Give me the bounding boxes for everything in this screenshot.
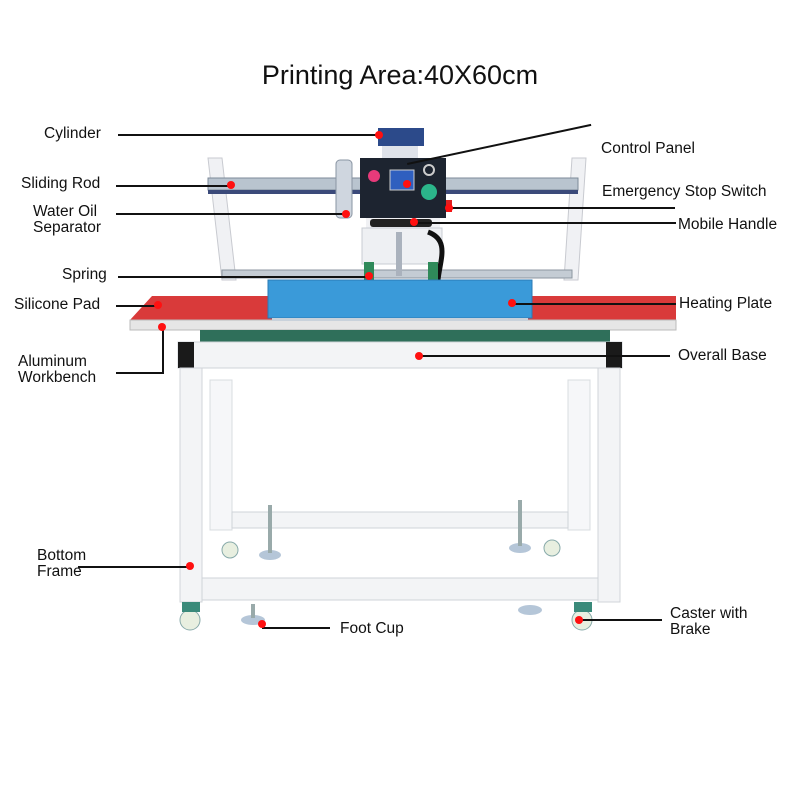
label-foot-cup: Foot Cup (340, 620, 404, 637)
marker-spring (365, 272, 373, 280)
label-silicone-pad: Silicone Pad (14, 296, 101, 313)
marker-overall-base (415, 352, 423, 360)
marker-emergency-stop (445, 204, 453, 212)
water-oil-separator (335, 159, 353, 219)
leader-water-oil-separator (116, 213, 346, 215)
leader-spring (118, 276, 370, 278)
marker-silicone-pad (154, 301, 162, 309)
aluminum-workbench (129, 319, 677, 331)
foot-cups (241, 500, 542, 625)
leader-emergency-stop (448, 207, 675, 209)
label-caster-2: Brake (670, 621, 711, 638)
marker-control-panel (403, 180, 411, 188)
leader-aluminum-v (162, 327, 164, 373)
label-aluminum-1: Aluminum (18, 353, 87, 370)
leader-silicone-pad (116, 305, 158, 307)
label-cylinder: Cylinder (44, 125, 101, 142)
label-bottom-frame-1: Bottom (37, 547, 87, 564)
marker-heating-plate (508, 299, 516, 307)
leader-cylinder (118, 134, 380, 136)
label-bottom-frame-2: Frame (37, 563, 82, 580)
label-water-oil-1: Water Oil (33, 203, 98, 220)
label-control-panel: Control Panel (601, 140, 695, 157)
heating-plate (267, 279, 533, 319)
leader-overall-base (420, 355, 670, 357)
marker-bottom-frame (186, 562, 194, 570)
label-aluminum-2: Workbench (18, 369, 97, 386)
label-caster-1: Caster with (670, 605, 748, 622)
label-overall-base: Overall Base (678, 347, 767, 364)
marker-cylinder (375, 131, 383, 139)
marker-mobile-handle (410, 218, 418, 226)
leader-sliding-rod (116, 185, 230, 187)
leader-heating-plate (512, 303, 676, 305)
leader-aluminum-h (116, 372, 164, 374)
marker-foot-cup (258, 620, 266, 628)
left-arm (207, 157, 237, 281)
marker-sliding-rod (227, 181, 235, 189)
leader-caster (580, 619, 662, 621)
leader-mobile-handle (414, 222, 676, 224)
right-arm (563, 157, 587, 281)
leader-foot-cup (262, 627, 330, 629)
label-water-oil-2: Separator (33, 219, 102, 236)
label-mobile-handle: Mobile Handle (678, 216, 778, 233)
label-heating-plate: Heating Plate (679, 295, 773, 312)
label-sliding-rod: Sliding Rod (21, 175, 101, 192)
bottom-frame-right-leg (597, 367, 621, 603)
diagram-title: Printing Area:40X60cm (261, 60, 539, 90)
label-emergency-stop: Emergency Stop Switch (602, 183, 767, 200)
marker-caster-with-brake (575, 616, 583, 624)
leader-bottom-frame (78, 566, 190, 568)
cylinder (378, 128, 424, 146)
label-spring: Spring (62, 266, 107, 283)
marker-aluminum-workbench (158, 323, 166, 331)
marker-water-oil-separator (342, 210, 350, 218)
bottom-frame (201, 577, 599, 601)
